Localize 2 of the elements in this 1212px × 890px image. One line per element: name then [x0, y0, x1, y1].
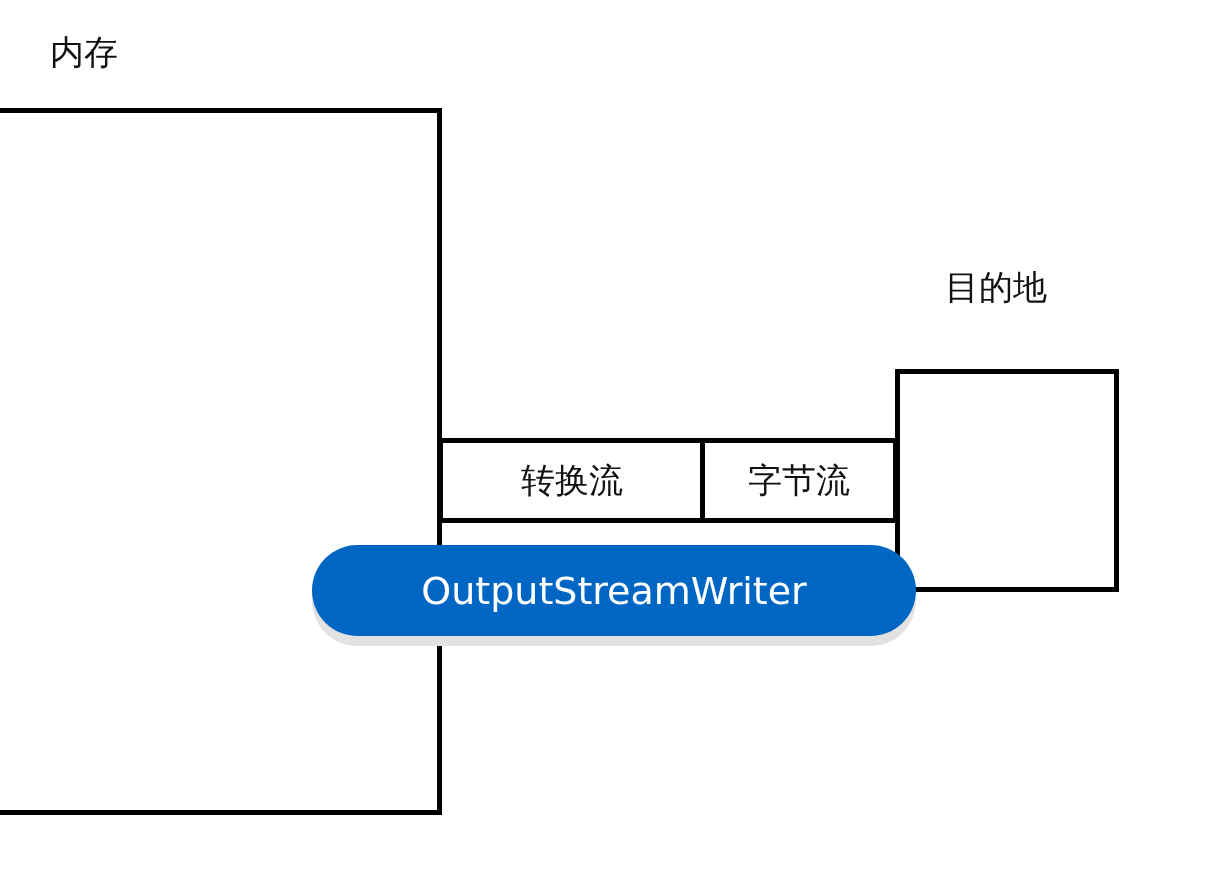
box-heading: 目的地: [945, 266, 1047, 309]
box-heading: 内存: [50, 31, 118, 74]
